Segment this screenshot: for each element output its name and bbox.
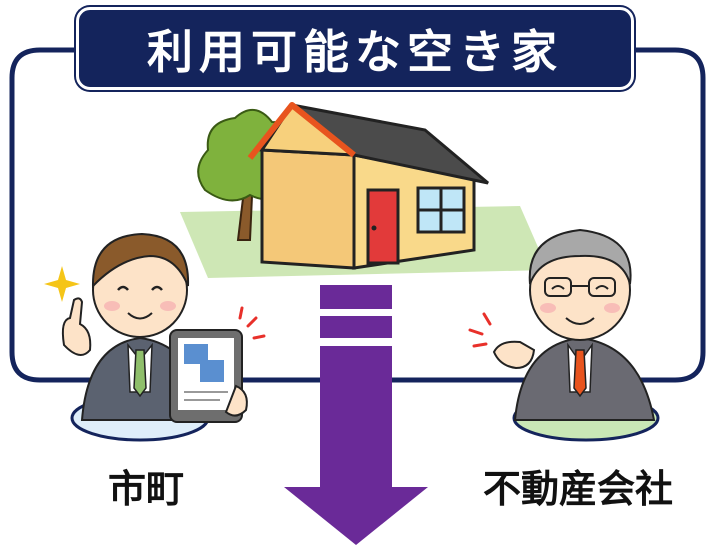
real-estate-agent-illustration [468, 228, 660, 442]
diagram-title: 利用可能な空き家 [147, 24, 563, 79]
real-estate-company-label: 不動産会社 [483, 467, 674, 511]
title-banner: 利用可能な空き家 [76, 7, 634, 90]
sparkle-icon [44, 266, 80, 302]
tablet-icon [169, 329, 243, 423]
city-official-illustration [44, 232, 266, 442]
window [416, 186, 466, 234]
city-label: 市町 [108, 467, 185, 511]
house-illustration [247, 102, 489, 270]
downward-arrow[interactable] [284, 285, 428, 545]
